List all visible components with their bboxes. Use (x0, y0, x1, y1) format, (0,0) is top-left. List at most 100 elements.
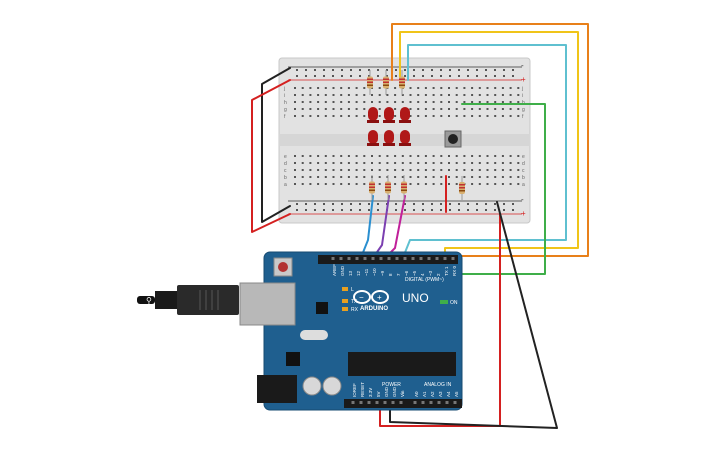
breadboard-hole[interactable] (394, 183, 397, 185)
resistor[interactable] (459, 176, 465, 200)
breadboard-hole[interactable] (463, 87, 466, 89)
breadboard-hole[interactable] (371, 169, 373, 171)
rail-hole[interactable] (512, 75, 514, 77)
breadboard-hole[interactable] (394, 155, 397, 157)
breadboard-hole[interactable] (471, 108, 474, 110)
rail-hole[interactable] (422, 203, 424, 205)
pin-socket[interactable] (355, 257, 359, 260)
breadboard-hole[interactable] (417, 162, 420, 164)
rail-hole[interactable] (449, 209, 451, 211)
rail-hole[interactable] (323, 203, 325, 205)
breadboard-hole[interactable] (355, 108, 358, 110)
rail-hole[interactable] (512, 209, 514, 211)
pin-socket[interactable] (375, 401, 379, 404)
breadboard-hole[interactable] (517, 94, 520, 96)
breadboard-hole[interactable] (386, 169, 389, 171)
breadboard-hole[interactable] (478, 115, 481, 117)
rail-hole[interactable] (395, 203, 397, 205)
breadboard-hole[interactable] (486, 115, 489, 117)
breadboard-hole[interactable] (401, 155, 404, 157)
breadboard-hole[interactable] (378, 108, 381, 110)
breadboard-hole[interactable] (355, 115, 358, 117)
breadboard-hole[interactable] (417, 176, 420, 178)
breadboard-hole[interactable] (417, 183, 420, 185)
breadboard-hole[interactable] (432, 108, 435, 110)
breadboard-hole[interactable] (478, 183, 481, 185)
breadboard-hole[interactable] (347, 87, 350, 89)
breadboard-hole[interactable] (301, 115, 304, 117)
red-led[interactable] (399, 130, 411, 146)
breadboard-hole[interactable] (347, 94, 350, 96)
pin-socket[interactable] (379, 257, 383, 260)
breadboard-hole[interactable] (463, 162, 466, 164)
breadboard-hole[interactable] (448, 115, 450, 117)
breadboard-hole[interactable] (378, 169, 381, 171)
breadboard-hole[interactable] (371, 162, 373, 164)
breadboard-hole[interactable] (309, 155, 312, 157)
breadboard-hole[interactable] (294, 108, 296, 110)
breadboard-hole[interactable] (440, 108, 443, 110)
breadboard-hole[interactable] (309, 94, 312, 96)
breadboard-hole[interactable] (509, 108, 512, 110)
resistor[interactable] (399, 70, 405, 95)
rail-hole[interactable] (413, 203, 415, 205)
pin-socket[interactable] (399, 401, 403, 404)
red-led[interactable] (367, 130, 379, 146)
breadboard-hole[interactable] (517, 87, 520, 89)
breadboard-hole[interactable] (471, 162, 474, 164)
rail-hole[interactable] (395, 75, 397, 77)
breadboard-hole[interactable] (486, 101, 489, 103)
breadboard-hole[interactable] (401, 176, 404, 178)
breadboard-hole[interactable] (409, 87, 412, 89)
pin-socket[interactable] (413, 401, 417, 404)
breadboard-hole[interactable] (509, 176, 512, 178)
breadboard-hole[interactable] (394, 101, 397, 103)
rail-hole[interactable] (503, 75, 505, 77)
breadboard-hole[interactable] (424, 183, 427, 185)
rail-hole[interactable] (431, 75, 433, 77)
pushbutton[interactable] (444, 130, 462, 148)
breadboard-hole[interactable] (517, 169, 520, 171)
breadboard-hole[interactable] (448, 87, 450, 89)
breadboard-hole[interactable] (301, 162, 304, 164)
breadboard-hole[interactable] (324, 101, 327, 103)
rail-hole[interactable] (422, 75, 424, 77)
rail-hole[interactable] (458, 209, 460, 211)
breadboard-hole[interactable] (394, 162, 397, 164)
pin-socket[interactable] (421, 401, 425, 404)
rail-hole[interactable] (296, 203, 298, 205)
rail-hole[interactable] (485, 203, 487, 205)
breadboard-hole[interactable] (440, 183, 443, 185)
breadboard-hole[interactable] (301, 176, 304, 178)
breadboard-hole[interactable] (332, 183, 335, 185)
breadboard-hole[interactable] (409, 94, 412, 96)
breadboard-hole[interactable] (494, 115, 497, 117)
rail-hole[interactable] (458, 203, 460, 205)
pin-socket[interactable] (387, 257, 391, 260)
breadboard-hole[interactable] (355, 169, 358, 171)
red-led[interactable] (383, 130, 395, 146)
breadboard-hole[interactable] (309, 183, 312, 185)
breadboard-hole[interactable] (324, 115, 327, 117)
breadboard-hole[interactable] (378, 101, 381, 103)
pin-socket[interactable] (435, 257, 439, 260)
breadboard-hole[interactable] (432, 183, 435, 185)
breadboard-hole[interactable] (455, 162, 458, 164)
breadboard-hole[interactable] (424, 87, 427, 89)
breadboard-hole[interactable] (471, 115, 474, 117)
breadboard-hole[interactable] (417, 94, 420, 96)
rail-hole[interactable] (341, 75, 343, 77)
breadboard-hole[interactable] (340, 115, 343, 117)
rail-hole[interactable] (440, 203, 442, 205)
breadboard-hole[interactable] (486, 155, 489, 157)
rail-hole[interactable] (467, 69, 469, 71)
breadboard-hole[interactable] (517, 115, 520, 117)
breadboard-hole[interactable] (463, 94, 466, 96)
pin-socket[interactable] (367, 401, 371, 404)
breadboard-hole[interactable] (455, 183, 458, 185)
breadboard-hole[interactable] (347, 101, 350, 103)
breadboard-hole[interactable] (394, 108, 397, 110)
breadboard-hole[interactable] (440, 87, 443, 89)
breadboard-hole[interactable] (363, 94, 366, 96)
breadboard-hole[interactable] (340, 155, 343, 157)
